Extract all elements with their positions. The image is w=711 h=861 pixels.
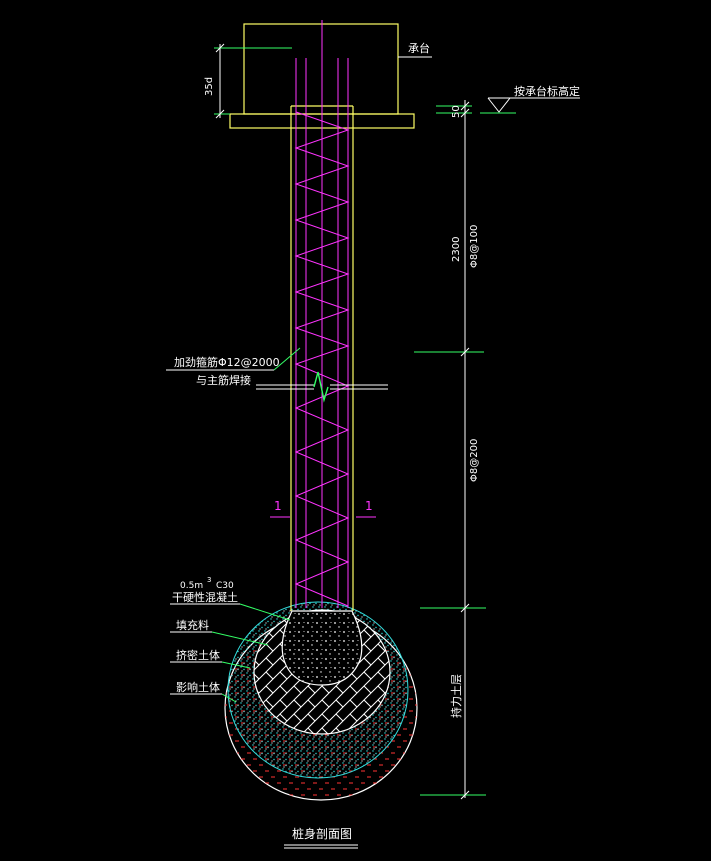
stirrup-upper-label: Φ8@100 <box>469 225 480 268</box>
stiffener-callout: 加劲箍筋Φ12@2000 与主筋焊接 <box>166 347 301 387</box>
dim-upper-length-label: 2300 <box>451 237 462 262</box>
mix-ratio-a: 0.5m <box>180 581 203 591</box>
dry-concrete-label: 干硬性混凝土 <box>172 590 238 604</box>
title-text: 桩身剖面图 <box>292 826 352 841</box>
stiffener-label-2: 与主筋焊接 <box>196 373 251 387</box>
embed-length-label: 35d <box>204 77 215 96</box>
bearing-layer-label: 持力土层 <box>449 674 463 718</box>
drawing-title: 桩身剖面图 <box>284 826 358 849</box>
dim-top-label: 50 <box>451 105 462 118</box>
break-line <box>256 371 388 403</box>
affected-soil-label: 影响土体 <box>176 680 220 694</box>
cap-label: 承台 <box>408 41 430 55</box>
mix-ratio-c: C30 <box>216 581 234 591</box>
cap-callout: 承台 <box>398 41 432 58</box>
dry-concrete-dots <box>282 611 362 685</box>
stirrup-lower-label: Φ8@200 <box>469 439 480 482</box>
pile-bulb <box>224 601 418 801</box>
cap-elevation-label: 按承台标高定 <box>514 84 580 98</box>
compacted-soil-label: 挤密土体 <box>176 648 220 662</box>
section-label-left: 1 <box>274 499 282 513</box>
fill-material-label: 填充料 <box>176 618 209 632</box>
mix-ratio-b: 3 <box>207 576 211 584</box>
section-label-right: 1 <box>365 499 373 513</box>
stiffener-label-1: 加劲箍筋Φ12@2000 <box>174 355 280 369</box>
section-mark: 1 1 <box>270 499 376 518</box>
embed-length-dimension: 35d <box>204 43 292 119</box>
stirrup-spiral <box>294 111 350 607</box>
cap-elevation-marker: 按承台标高定 <box>480 84 580 114</box>
vertical-dimension-chain: 50 2300 Φ8@100 Φ8@200 持力土层 <box>414 100 486 800</box>
rebar-cage <box>294 20 350 608</box>
pile-cap-body <box>243 23 399 115</box>
bulb-callouts: 0.5m 3 C30 干硬性混凝土 填充料 挤密土体 影响土体 <box>170 576 291 703</box>
